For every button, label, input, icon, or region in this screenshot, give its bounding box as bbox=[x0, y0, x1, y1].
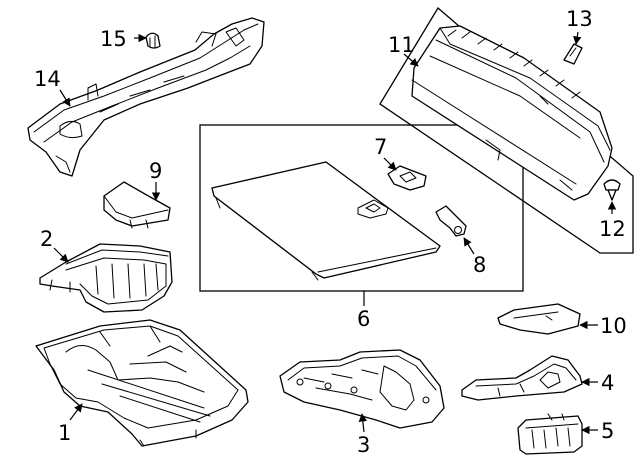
callout-14: 14 bbox=[34, 67, 61, 91]
part-8-bracket bbox=[435, 205, 467, 237]
part-1-floor-tub bbox=[35, 319, 249, 447]
part-10-panel bbox=[497, 303, 581, 335]
callout-13: 13 bbox=[566, 7, 593, 31]
callout-10: 10 bbox=[600, 314, 627, 338]
callout-8: 8 bbox=[473, 253, 486, 277]
callout-3: 3 bbox=[357, 433, 370, 457]
part-14-upper-panel bbox=[27, 17, 265, 177]
leader-7 bbox=[383, 157, 397, 171]
callout-2: 2 bbox=[40, 227, 53, 251]
leader-1 bbox=[69, 403, 83, 421]
callout-11: 11 bbox=[388, 33, 415, 57]
cover-group-frame bbox=[199, 124, 524, 292]
part-5-module bbox=[517, 413, 583, 455]
callout-5: 5 bbox=[601, 419, 614, 443]
callout-9: 9 bbox=[149, 159, 162, 183]
callout-4: 4 bbox=[601, 371, 614, 395]
callout-7: 7 bbox=[374, 135, 387, 159]
part-6-cargo-cover bbox=[211, 161, 441, 281]
leader-3 bbox=[358, 413, 368, 433]
leader-8 bbox=[463, 237, 475, 255]
leader-11 bbox=[403, 53, 419, 67]
part-2-tray bbox=[39, 243, 173, 313]
callout-12: 12 bbox=[599, 217, 626, 241]
part-13-clip bbox=[563, 43, 583, 65]
part-9-cover bbox=[103, 181, 171, 229]
part-11-rear-panel bbox=[411, 25, 613, 201]
leader-2 bbox=[53, 247, 69, 263]
part-4-bracket bbox=[461, 355, 583, 401]
callout-15: 15 bbox=[100, 27, 127, 51]
part-15-clip bbox=[145, 32, 161, 49]
part-12-push-pin bbox=[603, 179, 621, 201]
part-3-foam-tray bbox=[279, 349, 445, 429]
callout-6: 6 bbox=[357, 307, 370, 331]
part-7-handle bbox=[387, 165, 427, 191]
leader-14 bbox=[59, 89, 71, 107]
callout-1: 1 bbox=[58, 421, 71, 445]
leader-13 bbox=[573, 31, 582, 45]
